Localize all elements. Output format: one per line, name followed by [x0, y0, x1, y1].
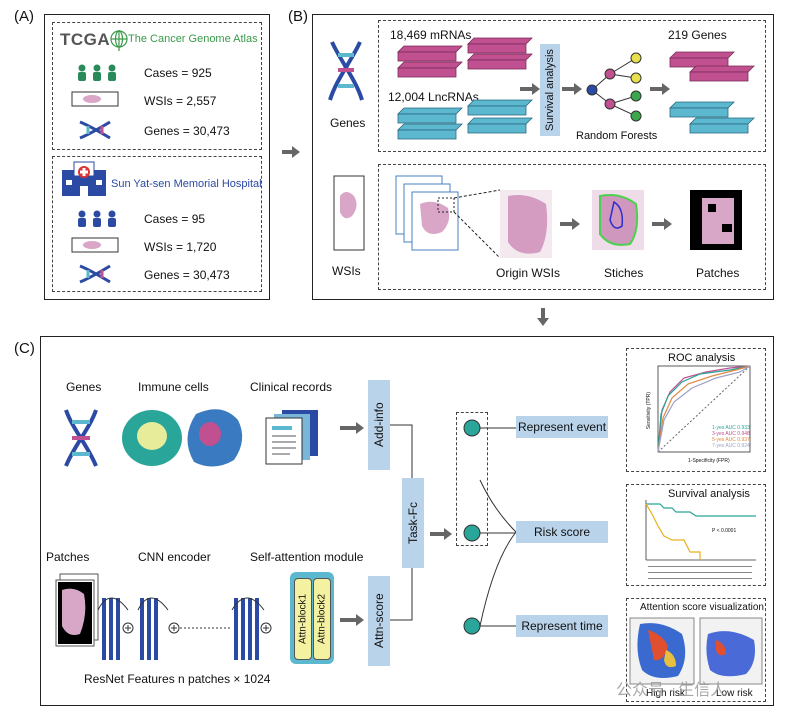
arrow-b-to-c [537, 308, 549, 326]
risk-score-box: Risk score [516, 521, 608, 543]
tcga-genes: Genes = 30,473 [144, 124, 230, 138]
panel-b-label: (B) [288, 8, 308, 25]
panel-c-box [40, 336, 774, 706]
roc-legend-2: 3-yes AUC 0.948 [712, 431, 750, 437]
attn-block1: Attn-block1 [294, 578, 312, 660]
wsi-pipeline-box [378, 164, 766, 290]
roc-legend-4: 7-yes AUC 0.924 [712, 443, 750, 449]
random-forests-label: Random Forests [576, 130, 658, 142]
represent-event-box: Represent event [516, 416, 608, 438]
arrow-a-to-b [282, 146, 300, 158]
tcga-name: The Cancer Genome Atlas [128, 33, 258, 45]
roc-legend-3: 5-yes AUC 0.937 [712, 437, 750, 443]
wsis-label: WSIs [332, 264, 361, 278]
stiches-label: Stiches [604, 266, 644, 280]
sysu-box [52, 156, 262, 292]
survival-box [626, 484, 766, 586]
sysu-genes: Genes = 30,473 [144, 268, 230, 282]
sysu-wsis: WSIs = 1,720 [144, 240, 217, 254]
add-info-box: Add-info [368, 380, 390, 470]
attn-score-box: Attn-score [368, 576, 390, 666]
genes-label: Genes [330, 116, 366, 130]
sysu-name: Sun Yat-sen Memorial Hospital [111, 178, 262, 190]
watermark: 公众号 · 生信人 [616, 682, 727, 699]
attention-viz-title: Attention score visualization [640, 602, 764, 613]
panel-a-box [44, 14, 270, 300]
roc-ylabel: Sensitivity (TPR) [646, 392, 652, 430]
attention-viz-box [626, 598, 766, 702]
panel-a-label: (A) [14, 8, 34, 25]
attn-block2: Attn-block2 [313, 578, 331, 660]
roc-title: ROC analysis [668, 352, 736, 364]
high-risk-label: High risk [646, 688, 685, 699]
roc-xlabel: 1-Specificity (FPR) [688, 458, 730, 464]
genes-219-label: 219 Genes [668, 28, 727, 42]
patches-c-label: Patches [46, 550, 90, 564]
origin-wsis-label: Origin WSIs [496, 266, 561, 280]
cnn-encoder-label: CNN encoder [138, 550, 211, 564]
clinical-records-label: Clinical records [250, 380, 333, 394]
patches-label: Patches [696, 266, 740, 280]
tcga-box [52, 22, 262, 150]
output-nodes-box [456, 412, 488, 546]
task-fc-box: Task-Fc [402, 478, 424, 568]
immune-cells-label: Immune cells [138, 380, 209, 394]
genes-c-label: Genes [66, 380, 102, 394]
lncrna-label: 12,004 LncRNAs [388, 90, 479, 104]
resnet-features-label: ResNet Features n patches × 1024 [84, 672, 271, 686]
survival-p-value: P < 0.0001 [712, 528, 737, 534]
tcga-wsis: WSIs = 2,557 [144, 94, 217, 108]
tcga-cases: Cases = 925 [144, 66, 212, 80]
survival-title: Survival analysis [668, 488, 750, 500]
panel-c-label: (C) [14, 340, 35, 357]
roc-legend-1: 1-yes AUC 0.933 [712, 425, 750, 431]
mrna-label: 18,469 mRNAs [390, 28, 472, 42]
roc-box [626, 348, 766, 472]
gene-pipeline-box [378, 20, 766, 152]
sysu-cases: Cases = 95 [144, 212, 206, 226]
self-attention-label: Self-attention module [250, 550, 364, 564]
survival-analysis-box: Survival analysis [540, 44, 560, 136]
low-risk-label: Low risk [716, 688, 753, 699]
tcga-logo: TCGA [60, 30, 111, 49]
panel-b-box [312, 14, 774, 300]
represent-time-box: Represent time [516, 615, 608, 637]
